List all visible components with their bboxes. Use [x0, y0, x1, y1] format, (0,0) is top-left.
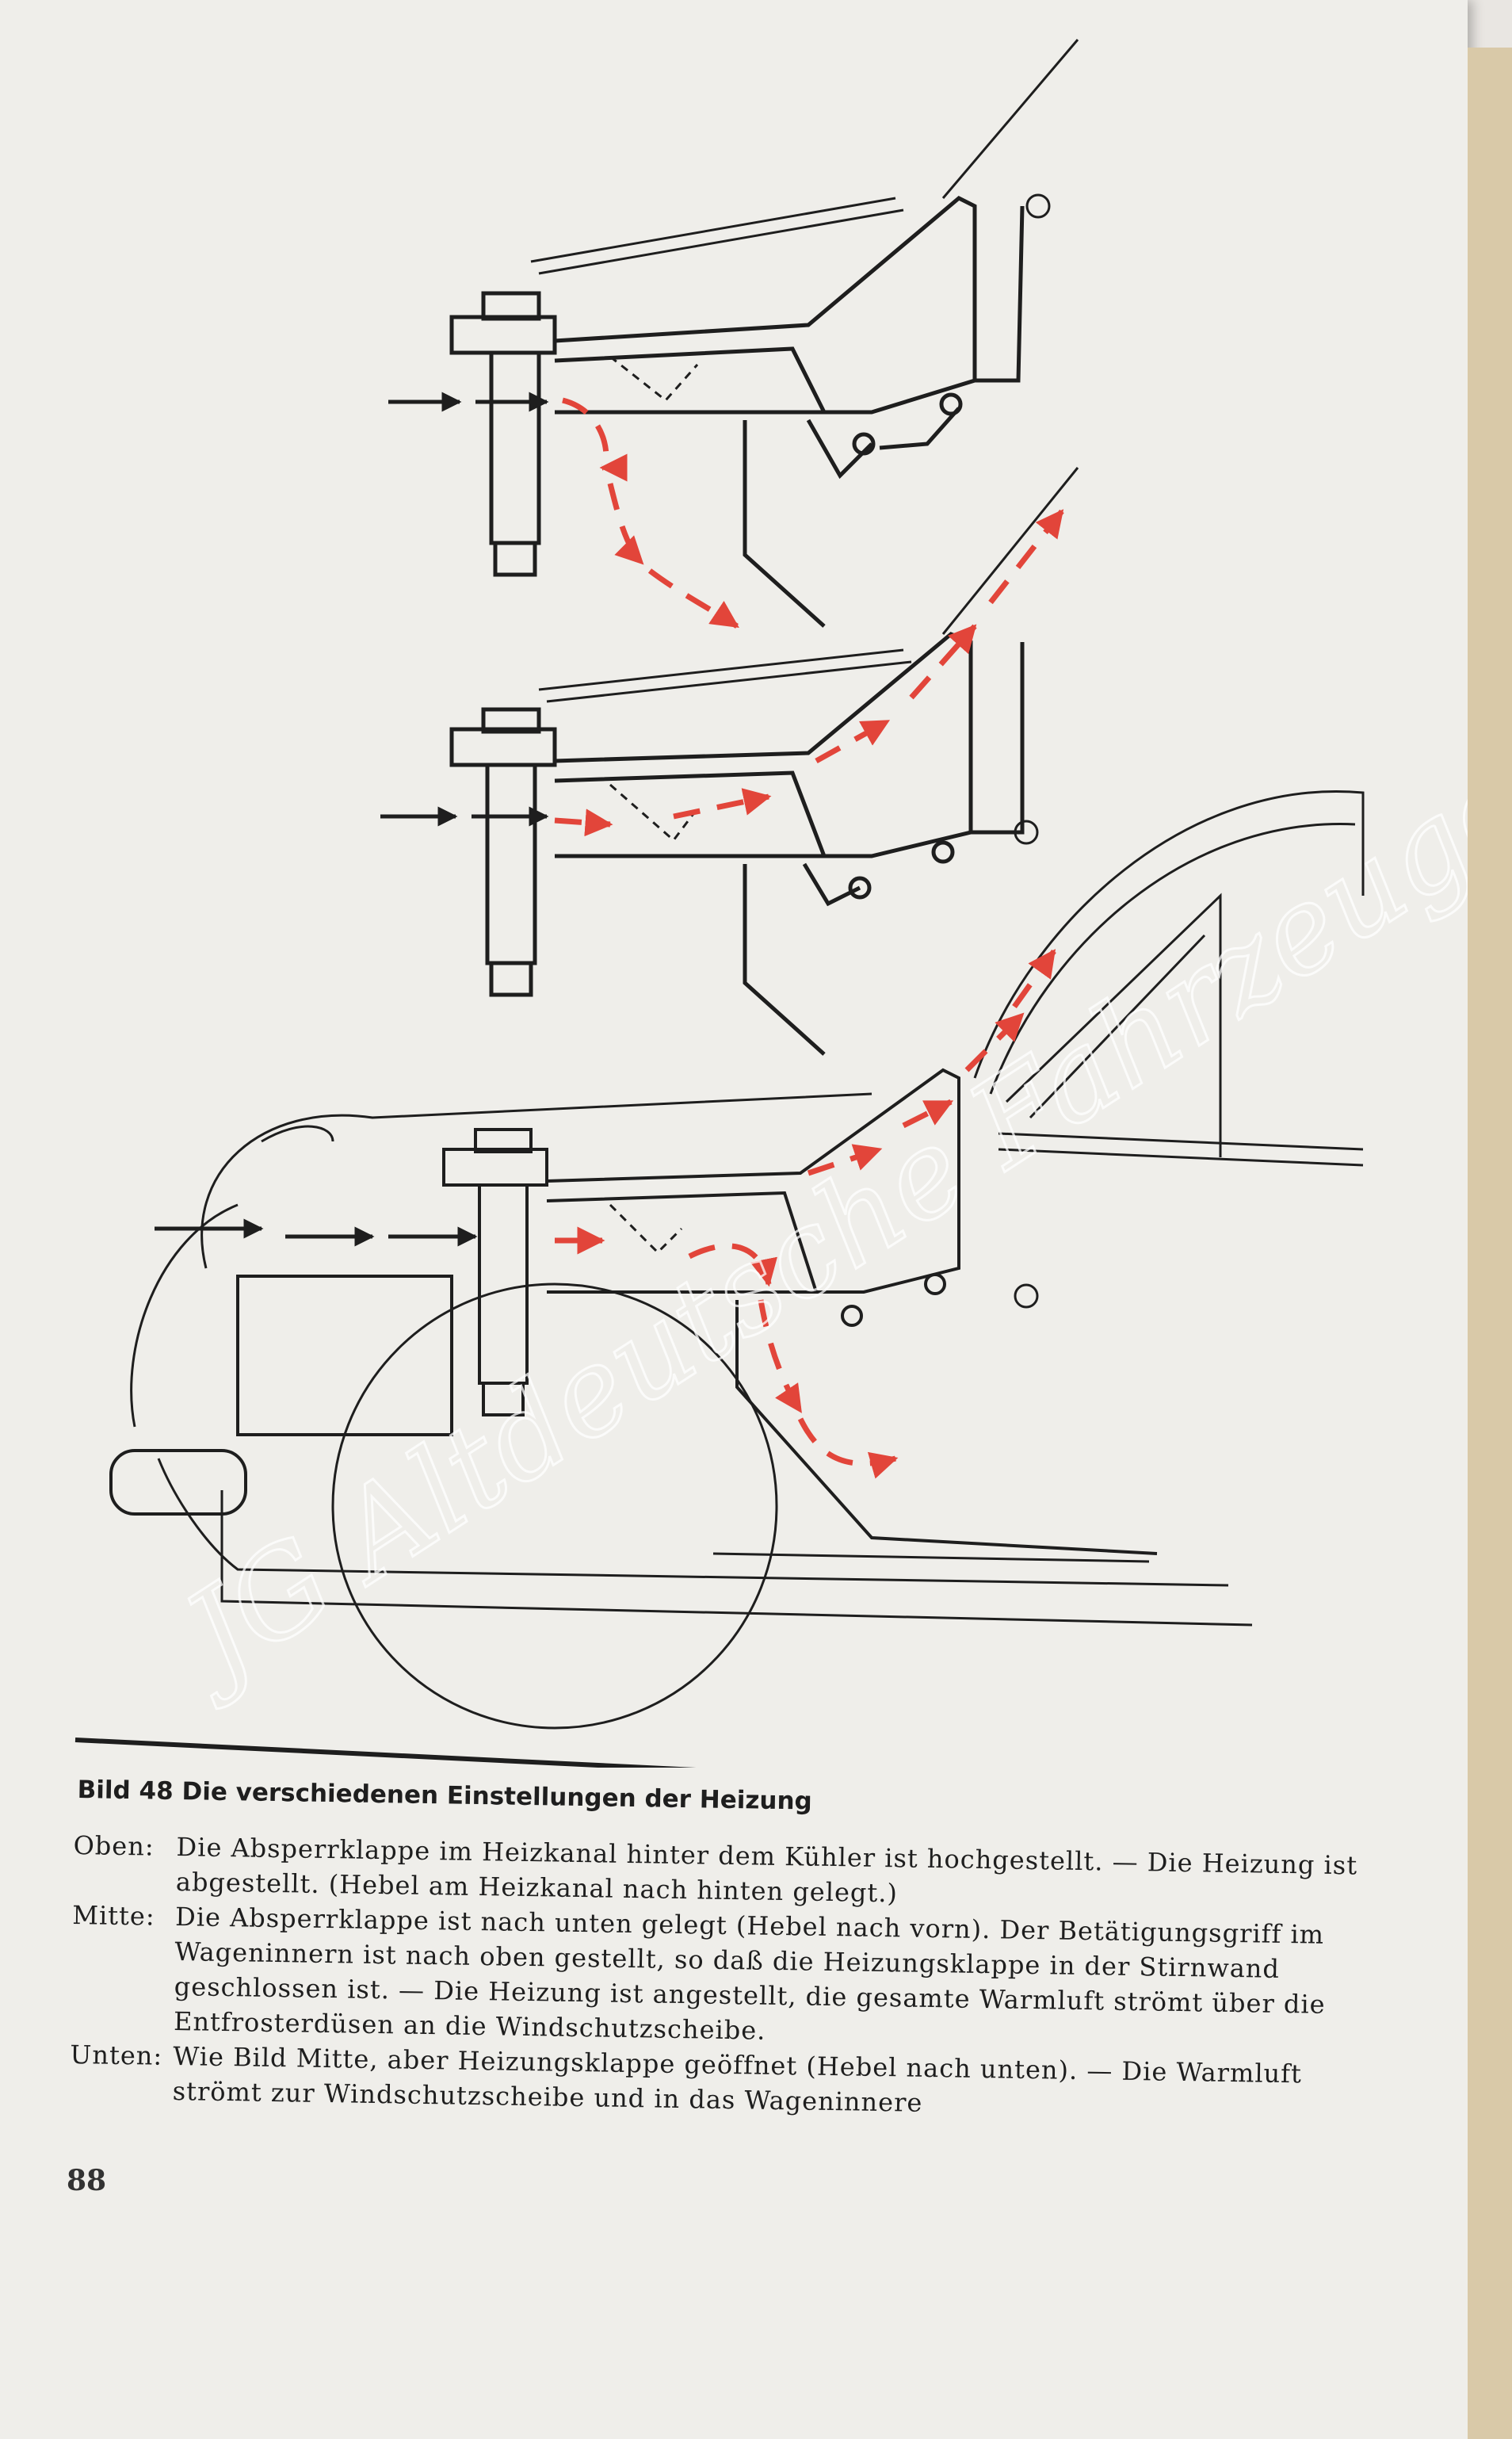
caption-label: Oben: [73, 1829, 155, 1862]
book-edge [1468, 48, 1512, 2439]
figure-caption: Bild 48 Die verschiedenen Einstellungen … [69, 1776, 1389, 2127]
diagram-bottom-interior [109, 790, 1365, 1730]
bottom-airflow-arrows [555, 949, 1056, 1479]
caption-label: Mitte: [71, 1899, 155, 1932]
figure-rule [74, 1738, 697, 1768]
caption-text: Die Absperrklappe ist nach unten gelegt … [173, 1902, 1326, 2046]
diagram-middle-windshield [449, 467, 1079, 1056]
watermark: JG Altdeutsche Fahrzeuge [145, 733, 1468, 1715]
caption-label: Unten: [70, 2039, 163, 2071]
heater-diagram: JG Altdeutsche Fahrzeuge [74, 39, 1468, 1768]
page-number: 88 [67, 2164, 107, 2197]
middle-airflow-arrows [554, 509, 1064, 837]
top-airflow-arrows [562, 397, 739, 629]
diagram-top-heater-off [449, 39, 1079, 628]
caption-number: Bild 48 [77, 1776, 174, 1806]
caption-row-middle: Mitte: Die Absperrklappe ist nach unten … [71, 1898, 1388, 2058]
bottom-intake-arrows [155, 1218, 478, 1247]
